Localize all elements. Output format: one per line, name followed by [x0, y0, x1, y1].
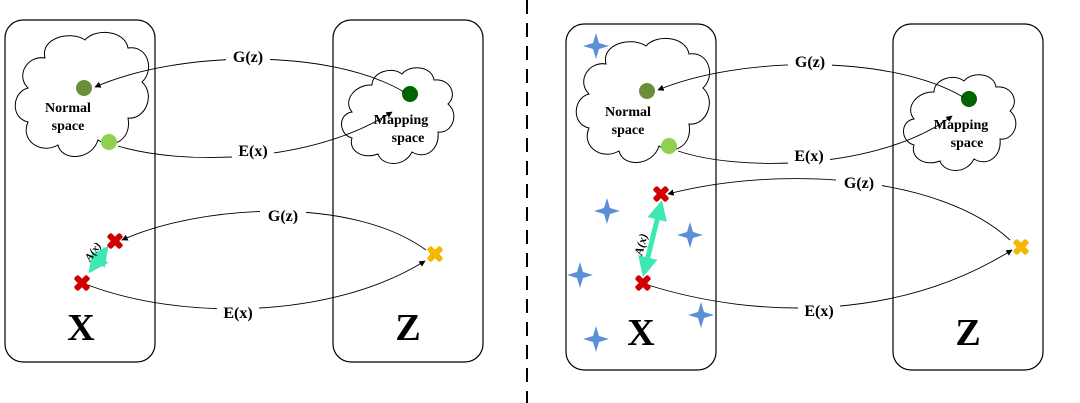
star-icon [594, 198, 620, 224]
right-x-box [565, 23, 717, 371]
left-anomaly-arrow [88, 245, 109, 274]
right-anomaly-cross-top [653, 186, 669, 202]
right-bottom-g-label: G(z) [844, 175, 874, 192]
left-normal-space-label-2: space [52, 119, 85, 134]
right-top-e-label: E(x) [794, 148, 823, 165]
right-bottom-e-arrow [647, 249, 1013, 309]
right-top-g-label: G(z) [795, 54, 825, 71]
right-anomaly-arrow [638, 200, 667, 277]
star-icon [567, 262, 593, 288]
right-bottom-e-label: E(x) [804, 303, 833, 320]
right-x-label: X [627, 312, 654, 354]
right-normal-dark-dot [639, 83, 655, 99]
right-mapping-space-cloud [903, 74, 1017, 171]
star-icon [583, 33, 609, 59]
right-anomaly-cross-bottom [635, 275, 651, 291]
right-z-box [892, 23, 1044, 371]
left-x-label: X [67, 307, 94, 349]
star-icon [583, 326, 609, 352]
left-normal-dark-dot [76, 80, 92, 96]
left-anomaly-cross-top [107, 233, 123, 249]
left-anomaly-cross-bottom [74, 275, 90, 291]
left-bottom-g-label: G(z) [268, 208, 298, 225]
right-normal-space-cloud [575, 38, 711, 163]
left-x-box [4, 19, 156, 363]
right-normal-space-label-2: space [612, 123, 645, 138]
right-mapping-space-label-1: Mapping [934, 118, 988, 133]
right-mapping-dot [961, 91, 977, 107]
left-bottom-e-label: E(x) [223, 305, 252, 322]
right-panel: Normal space Mapping space G(z) E(x) G(z… [565, 23, 1044, 371]
right-normal-space-label-1: Normal [605, 105, 651, 120]
left-mapping-space-label-2: space [392, 131, 425, 146]
right-z-label: Z [955, 312, 980, 354]
left-top-g-label: G(z) [233, 49, 263, 66]
left-bottom-e-arrow [87, 260, 426, 310]
left-normal-space-label-1: Normal [45, 101, 91, 116]
left-mapping-space-cloud [341, 67, 455, 164]
star-icon [677, 222, 703, 248]
left-top-e-label: E(x) [238, 143, 267, 160]
right-anomaly-label: A(x) [631, 232, 650, 258]
left-z-label: Z [395, 307, 420, 349]
left-panel: Normal space Mapping space G(z) E(x) G(z… [4, 19, 484, 363]
left-normal-light-dot [101, 134, 117, 150]
left-mapping-dot [402, 86, 418, 102]
star-icon [688, 302, 714, 328]
left-mapping-space-label-1: Mapping [374, 113, 428, 128]
right-mapping-space-label-2: space [951, 136, 984, 151]
right-stars [567, 33, 714, 352]
right-normal-light-dot [661, 138, 677, 154]
right-latent-cross [1013, 239, 1029, 255]
left-z-box [332, 19, 484, 363]
left-latent-cross [427, 246, 443, 262]
